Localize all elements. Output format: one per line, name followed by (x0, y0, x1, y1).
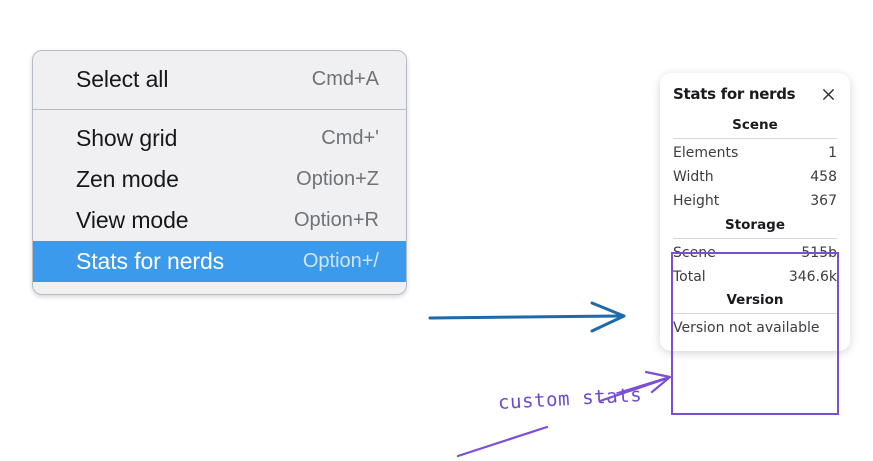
canvas-context-menu[interactable]: Select all Cmd+A Show grid Cmd+' Zen mod… (32, 50, 407, 295)
menu-item-shortcut: Cmd+A (311, 68, 379, 90)
section-heading: Version (726, 291, 784, 308)
stat-key: Width (673, 169, 714, 186)
stat-row: Width 458 (671, 165, 839, 189)
section-heading: Storage (724, 216, 786, 233)
menu-item-shortcut: Option+/ (302, 250, 379, 272)
panel-title: Stats for nerds (673, 85, 796, 103)
stat-key: Height (673, 193, 720, 210)
version-note: Version not available (673, 319, 820, 336)
stat-key: Elements (673, 145, 739, 161)
menu-item-shortcut: Cmd+' (321, 127, 379, 149)
stat-value: 458 (810, 169, 837, 186)
menu-item-label: Stats for nerds (76, 248, 225, 274)
section-rule (673, 138, 837, 139)
menu-item-shortcut: Option+R (293, 209, 379, 231)
menu-to-panel-arrow (428, 301, 626, 333)
menu-item-show-grid[interactable]: Show grid Cmd+' (33, 118, 406, 159)
stat-row: Scene 515b (671, 241, 839, 265)
stat-key: Total (673, 268, 706, 285)
stat-value: 346.6k (788, 268, 837, 285)
menu-item-label: View mode (76, 207, 189, 233)
menu-group-2: Show grid Cmd+' Zen mode Option+Z View m… (33, 110, 406, 294)
panel-section-version: Version Version not available (671, 289, 839, 337)
menu-item-shortcut: Option+Z (296, 168, 379, 190)
note-underline-stroke (456, 425, 549, 458)
stat-key: Scene (673, 244, 716, 261)
panel-header: Stats for nerds (671, 85, 839, 103)
panel-section-scene: Scene Elements 1 Width 458 Height 367 (671, 114, 839, 214)
menu-item-select-all[interactable]: Select all Cmd+A (33, 59, 406, 100)
close-icon[interactable] (820, 86, 837, 103)
menu-item-label: Zen mode (76, 166, 179, 192)
stat-value: 367 (810, 193, 837, 210)
menu-item-label: Select all (76, 66, 169, 92)
stat-value: 515b (801, 244, 837, 261)
stat-row: Total 346.6k (671, 265, 839, 289)
panel-section-storage: Storage Scene 515b Total 346.6k (671, 214, 839, 289)
menu-item-label: Show grid (76, 125, 178, 151)
menu-divider (33, 109, 406, 110)
stat-row: Elements 1 (671, 141, 839, 165)
menu-group-1: Select all Cmd+A (33, 51, 406, 109)
stat-row: Height 367 (671, 189, 839, 213)
section-rule (673, 312, 837, 314)
menu-item-zen-mode[interactable]: Zen mode Option+Z (33, 159, 406, 200)
stats-for-nerds-panel: Stats for nerds Scene Elements 1 Width 4… (660, 73, 850, 351)
stat-value: 1 (828, 145, 837, 161)
section-heading: Scene (732, 117, 778, 133)
section-rule (673, 237, 837, 239)
menu-item-stats-for-nerds[interactable]: Stats for nerds Option+/ (33, 241, 406, 282)
handwritten-note: custom stats (497, 383, 643, 414)
menu-item-view-mode[interactable]: View mode Option+R (33, 200, 406, 241)
